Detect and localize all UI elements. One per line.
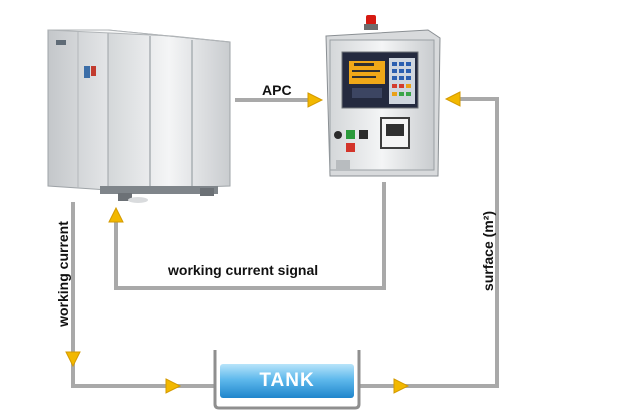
working-current-label: working current [55,221,71,327]
arrowheads [65,91,461,394]
arrow-up-icon [108,206,124,223]
working-current-signal-label: working current signal [168,262,319,278]
connection-lines [71,97,499,388]
working-current-line [71,202,214,388]
surface-label: surface (m²) [480,210,496,292]
tank [213,350,361,410]
tank-label: TANK [259,370,315,391]
tank-to-surface-line [356,97,499,388]
apc-label: APC [262,82,292,98]
working-current-signal-line [114,182,386,290]
arrow-down-icon [65,351,81,368]
arrow-right-icon [165,378,182,394]
arrow-left-icon [444,91,461,107]
apc-control-panel [325,15,441,177]
power-supply-cabinet [47,29,231,203]
arrow-right-icon [393,378,410,394]
arrow-right-icon [307,92,324,108]
